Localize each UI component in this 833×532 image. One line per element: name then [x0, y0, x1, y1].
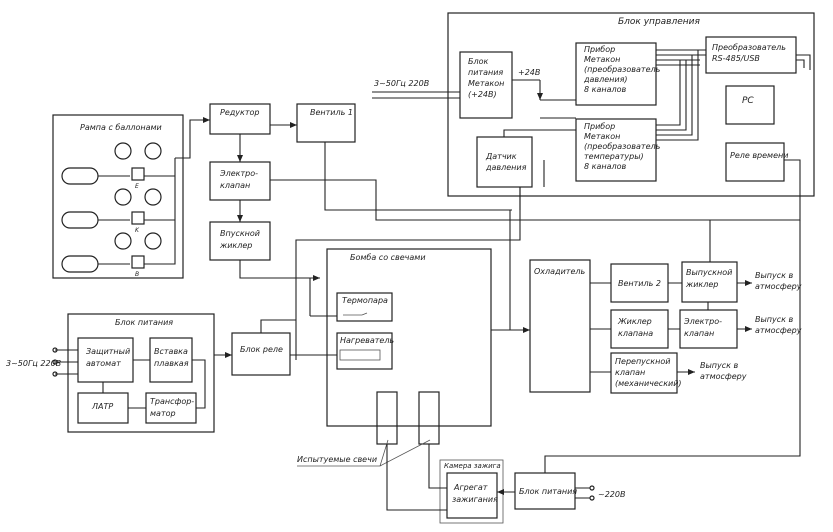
thermocouple-probe	[343, 312, 368, 316]
ramp-label-k: K	[135, 227, 140, 234]
relay-block-label: Блок реле	[240, 345, 283, 354]
meter-temperature-label: Прибор Метакон (преобразователь температ…	[584, 122, 663, 171]
pressure-sensor-label: Датчик давления	[485, 152, 527, 172]
valve1-label: Вентиль 1	[310, 108, 353, 117]
ignition-chamber-title: Камера зажига	[444, 462, 501, 470]
electrovalve1-control	[270, 159, 801, 221]
ramp-title: Рампа с баллонами	[80, 123, 162, 132]
ignition-unit-box	[446, 472, 498, 519]
power-input-lines	[55, 349, 78, 375]
v24-label: +24В	[518, 68, 540, 77]
meter-temperature-box	[575, 118, 657, 182]
power-unit-title: Блок питания	[115, 318, 173, 327]
heater-label: Нагреватель	[340, 336, 394, 345]
cooler-label: Охладитель	[534, 267, 585, 276]
power-internal-lines	[102, 359, 206, 409]
thermo-line	[309, 278, 337, 317]
bus-lines	[796, 54, 811, 70]
relay-block-box	[231, 332, 291, 376]
timer-relay-label: Реле времени	[730, 151, 788, 160]
pressure-sensor-box	[476, 136, 533, 188]
electrovalve2-label: Электро- клапан	[683, 317, 725, 338]
power-unit-frame	[67, 313, 215, 433]
pc-label: PC	[742, 96, 754, 106]
spark-plug-2	[418, 391, 440, 445]
spark-plug-1	[376, 391, 398, 445]
power-unit2-box	[514, 472, 576, 510]
ignition-unit-label: Агрегат зажигания	[452, 483, 498, 504]
control-links	[707, 220, 711, 310]
meter-pressure-box	[575, 42, 657, 106]
supply-220-label: ~220В	[598, 490, 625, 499]
power-supply-label: 3~50Гц 220В	[6, 359, 61, 368]
plugs-to-ignition	[386, 444, 447, 511]
power-unit2-label: Блок питания	[519, 487, 577, 496]
valve1-line	[324, 142, 512, 211]
converter-label: Преобразователь RS-485/USB	[712, 43, 789, 63]
control-unit-frame	[447, 12, 815, 197]
valve2-label: Вентиль 2	[618, 279, 661, 288]
psu-metacon-label: Блок питания Метакон (+24В)	[468, 57, 507, 99]
bomb-title: Бомба со свечами	[350, 253, 426, 262]
intake-jet-label: Впускной жиклер	[219, 229, 263, 250]
bus-lines	[656, 50, 699, 141]
fuse-label: Вставка плавкая	[154, 347, 190, 368]
bomb-frame	[326, 248, 492, 427]
relay-lines	[260, 319, 337, 356]
bus-lines	[503, 117, 576, 137]
thermocouple-label: Термопара	[342, 296, 388, 305]
breaker-label: Защитный автомат	[86, 347, 133, 368]
thermocouple-box	[336, 292, 393, 322]
latr-label: ЛАТР	[91, 402, 113, 411]
bypass-valve-label: Перепускной клапан (механический)	[615, 357, 682, 388]
ramp-label-b: B	[135, 271, 139, 278]
timer-relay-box	[725, 142, 785, 182]
outlet3-label: Выпуск в атмосферу	[700, 361, 747, 381]
meter-pressure-label: Прибор Метакон (преобразователь давления…	[583, 45, 663, 94]
ramp-to-reducer	[175, 117, 210, 159]
jet-valve-label: Жиклер клапана	[617, 317, 654, 338]
power2-supply-lines	[575, 487, 590, 499]
timer-to-power2	[544, 220, 801, 473]
exhaust-jet-label: Выпускной жиклер	[685, 268, 735, 289]
heater-box	[336, 332, 393, 370]
control-unit-title: Блок управления	[618, 17, 700, 27]
tested-plugs-pointer	[297, 439, 431, 467]
outlet1-label: Выпуск в атмосферу	[755, 271, 802, 291]
reducer-label: Редуктор	[220, 108, 259, 117]
ramp-cylinders	[61, 142, 176, 273]
outlet2-label: Выпуск в атмосферу	[755, 315, 802, 335]
psu-metacon-box	[459, 51, 513, 119]
bus-lines	[656, 49, 706, 66]
valve1-box	[296, 103, 356, 143]
bypass-valve-box	[610, 352, 678, 394]
sensor-line	[295, 187, 521, 360]
cooler-box	[529, 259, 591, 393]
ramp-label-e: E	[135, 183, 139, 190]
heater-element	[339, 349, 381, 361]
control-supply-label: 3~50Гц 220В	[374, 79, 429, 88]
ramp-frame	[52, 114, 184, 279]
transformer-label: Трансфор- матор	[150, 397, 197, 418]
jet-to-bomb	[239, 260, 320, 281]
tested-plugs-label: Испытуемые свечи	[297, 455, 377, 464]
electrovalve1-label: Электро- клапан	[219, 169, 261, 190]
pc-box	[725, 85, 775, 125]
